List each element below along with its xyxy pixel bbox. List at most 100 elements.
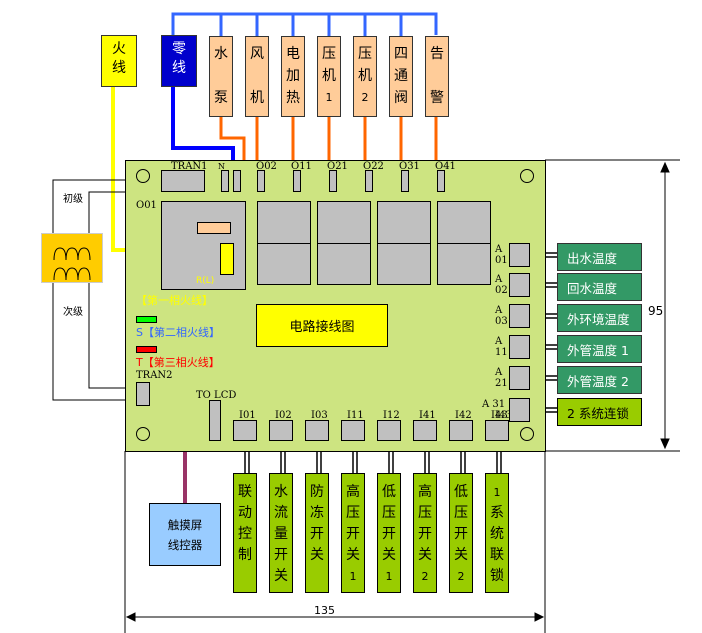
digital-port-label: I01 — [239, 410, 256, 421]
digital-input-box: 联动控制 — [233, 473, 257, 593]
digital-label-char: 2 — [421, 570, 429, 583]
to-lcd-label: TO LCD — [196, 390, 237, 401]
analog-port-label: 02 — [495, 285, 508, 296]
digital-connector — [341, 420, 365, 441]
digital-input-box: 防冻开关 — [305, 473, 329, 593]
digital-label-char: 关 — [310, 547, 324, 563]
output-box: 风机 — [245, 36, 269, 117]
digital-label-char: 高 — [346, 484, 360, 500]
o22-terminal — [365, 170, 373, 192]
output-label-char: 2 — [361, 91, 369, 104]
digital-label-char: 1 — [493, 486, 501, 499]
digital-label-char: 关 — [454, 547, 468, 563]
output-box: 告警 — [425, 36, 449, 117]
o02-terminal — [257, 170, 265, 192]
analog-port-label: A — [495, 274, 503, 285]
transformer — [41, 233, 103, 283]
analog-port-label: A — [495, 336, 503, 347]
o41-label: O41 — [435, 161, 456, 172]
lcd-label-line: 线控器 — [167, 537, 203, 552]
n-terminal — [233, 170, 241, 192]
tran1-label: TRAN1 — [171, 161, 208, 172]
analog-port-label: I43 — [495, 410, 512, 421]
secondary-label: 次级 — [63, 307, 83, 318]
phase-1-label: 【第一相火线】 — [136, 294, 213, 307]
digital-label-char: 开 — [454, 526, 468, 542]
analog-port-label: A — [495, 244, 503, 255]
mounting-hole — [136, 427, 150, 441]
output-box: 压机 1 — [317, 36, 341, 117]
neutral-bus-drops — [219, 14, 403, 36]
output-box: 电加热 — [281, 36, 305, 117]
live-label-char: 火 — [112, 41, 126, 57]
digital-label-char: 1 — [349, 570, 357, 583]
digital-port-label: I42 — [455, 410, 472, 421]
digital-label-char: 统 — [490, 526, 504, 542]
analog-connector — [509, 243, 530, 267]
temperature-sensor-box: 外管温度 1 — [557, 335, 642, 363]
o21-terminal — [329, 170, 337, 192]
digital-label-char: 开 — [310, 526, 324, 542]
o21-label: O21 — [327, 161, 348, 172]
diagram-title: 电路接线图 — [256, 304, 388, 347]
tran2-label: TRAN2 — [136, 370, 173, 381]
digital-port-label: I02 — [275, 410, 292, 421]
digital-label-char: 系 — [490, 505, 504, 521]
phase-2-swatch — [136, 316, 157, 323]
output-box: 水泵 — [209, 36, 233, 117]
analog-port-label: 21 — [495, 378, 508, 389]
output-label-char: 四 — [394, 46, 408, 62]
digital-connector — [269, 420, 293, 441]
digital-label-char: 锁 — [490, 568, 504, 584]
neutral-bus-wire — [171, 12, 438, 35]
digital-connector — [449, 420, 473, 441]
neutral-wire-box: 零 线 — [161, 35, 197, 87]
neutral-label-char: 线 — [172, 60, 186, 76]
digital-label-char: 开 — [346, 526, 360, 542]
output-label-char: 1 — [325, 91, 333, 104]
o41-terminal — [437, 170, 445, 192]
digital-label-char: 低 — [382, 484, 396, 500]
mounting-hole — [136, 169, 150, 183]
digital-label-char: 1 — [385, 570, 393, 583]
temperature-sensor-box: 外环境温度 — [557, 304, 642, 332]
transformer-coils-icon — [53, 247, 91, 281]
analog-connector — [509, 398, 530, 422]
digital-label-char: 防 — [310, 484, 324, 500]
n-terminal-label: N — [218, 162, 225, 171]
digital-port-label: I11 — [347, 410, 364, 421]
output-label-char: 告 — [430, 46, 444, 62]
output-label-char: 加 — [286, 68, 300, 84]
output-label-char: 机 — [322, 68, 336, 84]
output-label-char: 机 — [358, 68, 372, 84]
o31-terminal — [401, 170, 409, 192]
o01-label: O01 — [136, 200, 157, 211]
live-wire-box: 火 线 — [101, 35, 137, 87]
temperature-sensor-box: 回水温度 — [557, 273, 642, 301]
rl-terminal — [220, 243, 234, 275]
digital-label-char: 流 — [274, 505, 288, 521]
lcd-connector — [209, 400, 221, 441]
analog-connector — [509, 366, 530, 390]
digital-label-char: 低 — [454, 484, 468, 500]
digital-label-char: 高 — [418, 484, 432, 500]
temperature-sensor-box: 外管温度 2 — [557, 366, 642, 394]
digital-connector — [413, 420, 437, 441]
digital-input-box: 水流量开关 — [269, 473, 293, 593]
system-interlock-2-box: 2 系统连锁 — [557, 398, 642, 426]
output-label-char: 阀 — [394, 90, 408, 106]
relay-4 — [437, 201, 491, 285]
phase-3-swatch — [136, 346, 157, 353]
rl-label: R(L) — [196, 276, 215, 286]
digital-port-label: I41 — [419, 410, 436, 421]
output-label-char: 压 — [322, 46, 336, 62]
analog-connector — [509, 273, 530, 297]
digital-port-label: I03 — [311, 410, 328, 421]
tran1-connector — [161, 170, 205, 192]
digital-label-char: 压 — [418, 505, 432, 521]
n-terminal — [221, 170, 229, 192]
